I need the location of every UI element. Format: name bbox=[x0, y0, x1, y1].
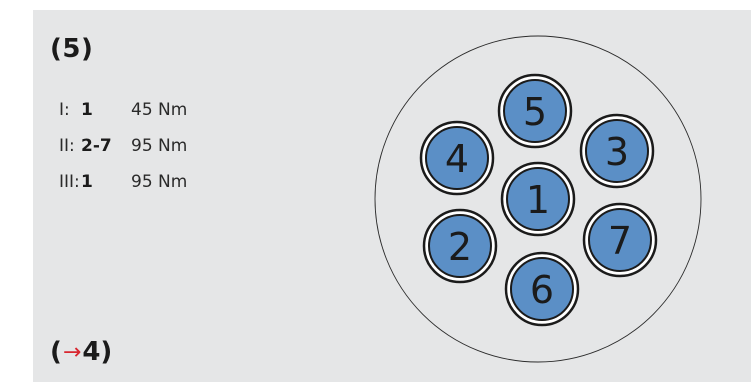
reference-close-paren: ) bbox=[100, 337, 113, 367]
bolt-5: 5 bbox=[497, 73, 573, 149]
step-roman-numeral: III: bbox=[59, 172, 80, 192]
bolt-4: 4 bbox=[419, 120, 495, 196]
tightening-step-row: I: 1 45 Nm bbox=[59, 92, 187, 128]
bolt-head bbox=[510, 257, 574, 321]
step-number-title: (5) bbox=[50, 34, 94, 64]
flange-outline bbox=[374, 35, 702, 363]
bolt-head bbox=[506, 167, 570, 231]
bolt-6: 6 bbox=[504, 251, 580, 327]
bolt-number-label: 1 bbox=[526, 178, 550, 222]
step-bolt-number: 2-7 bbox=[81, 136, 112, 156]
step-torque-value: 95 Nm bbox=[131, 172, 188, 192]
bolt-3: 3 bbox=[579, 113, 655, 189]
reference-open-paren: ( bbox=[50, 337, 62, 367]
bolt-1: 1 bbox=[500, 161, 576, 237]
step-torque-value: 95 Nm bbox=[131, 136, 188, 156]
bolt-head bbox=[428, 214, 492, 278]
bolt-number-label: 2 bbox=[448, 225, 472, 269]
next-step-reference: ( → 4 ) bbox=[50, 337, 112, 367]
reference-target-step: 4 bbox=[82, 337, 101, 367]
bolt-number-label: 3 bbox=[605, 130, 629, 174]
bolt-number-label: 7 bbox=[608, 219, 632, 263]
step-roman-numeral: II: bbox=[59, 136, 75, 156]
bolt-head bbox=[425, 126, 489, 190]
bolt-head bbox=[588, 208, 652, 272]
bolt-2: 2 bbox=[422, 208, 498, 284]
instruction-panel bbox=[33, 10, 751, 382]
bolt-number-label: 4 bbox=[445, 137, 469, 181]
bolt-number-label: 5 bbox=[523, 90, 547, 134]
tightening-step-row: II: 2-7 95 Nm bbox=[59, 128, 187, 164]
tightening-step-row: III: 1 95 Nm bbox=[59, 164, 187, 200]
step-bolt-number: 1 bbox=[81, 172, 93, 192]
bolt-7: 7 bbox=[582, 202, 658, 278]
tightening-steps: I: 1 45 Nm II: 2-7 95 Nm III: 1 95 Nm bbox=[59, 92, 187, 200]
step-roman-numeral: I: bbox=[59, 100, 70, 120]
step-torque-value: 45 Nm bbox=[131, 100, 188, 120]
arrow-right-icon: → bbox=[62, 339, 82, 365]
bolt-head bbox=[585, 119, 649, 183]
bolt-number-label: 6 bbox=[530, 268, 554, 312]
step-bolt-number: 1 bbox=[81, 100, 93, 120]
bolt-head bbox=[503, 79, 567, 143]
